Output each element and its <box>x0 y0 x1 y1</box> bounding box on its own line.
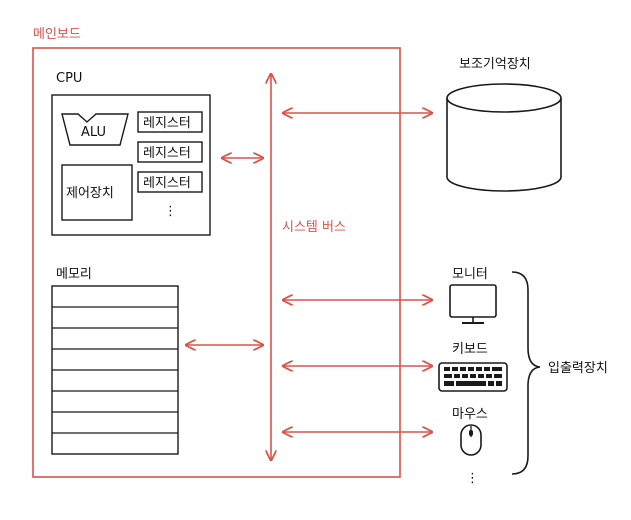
keyboard-label: 키보드 <box>452 342 488 357</box>
mouse-label: 마우스 <box>452 407 488 422</box>
memory-block <box>51 285 179 455</box>
cpu-label: CPU <box>56 71 82 86</box>
monitor-label: 모니터 <box>452 267 488 282</box>
alu-label: ALU <box>81 125 106 140</box>
register-label: 레지스터 <box>143 176 191 191</box>
memory-label: 메모리 <box>56 267 92 282</box>
system-bus-label: 시스템 버스 <box>282 220 346 235</box>
keyboard-icon <box>438 362 508 392</box>
mainboard-label: 메인보드 <box>33 27 81 42</box>
io-group-label: 입출력장치 <box>548 361 608 376</box>
register-label: 레지스터 <box>143 146 191 161</box>
cpu-box <box>51 94 211 236</box>
secondary-storage-label: 보조기억장치 <box>459 57 531 72</box>
register-box <box>137 141 203 163</box>
control-unit-label: 제어장치 <box>66 186 114 201</box>
io-more-indicator: ⋮ <box>466 471 479 486</box>
register-box <box>137 111 203 133</box>
register-more-indicator: ⋮ <box>164 204 177 219</box>
disk-cylinder-icon <box>446 83 562 192</box>
register-label: 레지스터 <box>143 116 191 131</box>
register-box <box>137 171 203 193</box>
alu-shape <box>61 113 129 146</box>
monitor-icon <box>449 284 497 324</box>
mainboard-box <box>32 47 401 478</box>
control-unit-box <box>61 164 133 221</box>
io-group-brace <box>511 271 541 475</box>
mouse-icon <box>460 424 482 456</box>
